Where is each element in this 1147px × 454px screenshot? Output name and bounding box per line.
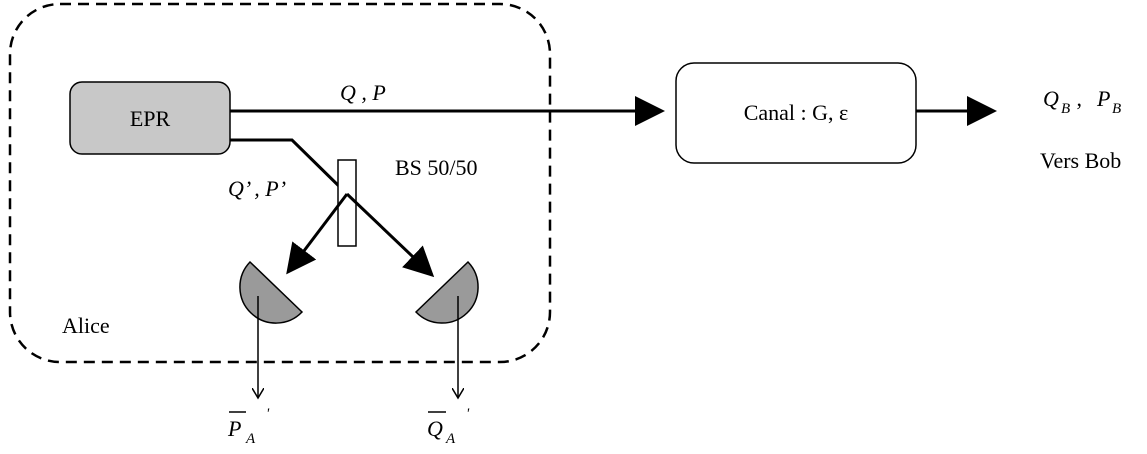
output-q-sub: A <box>445 431 456 447</box>
detector-q <box>414 260 479 324</box>
channel-label: Canal : G, ε <box>744 100 849 125</box>
bob-q-sub: B <box>1061 101 1070 117</box>
bob-sep: , <box>1071 86 1088 111</box>
alice-boundary <box>8 2 552 364</box>
split-beam-label: Q’ , P’ <box>228 176 286 201</box>
main-beam-label: Q , P <box>340 80 386 105</box>
bob-p-label: P <box>1096 86 1110 111</box>
alice-label: Alice <box>62 313 110 338</box>
output-p-prime: ' <box>266 406 270 422</box>
output-p-sub: A <box>245 431 256 447</box>
output-q-prime: ' <box>466 406 470 422</box>
epr-source <box>69 81 231 155</box>
epr-label: EPR <box>130 106 171 131</box>
beam-splitter-label: BS 50/50 <box>395 155 478 180</box>
transmitted-beam <box>345 192 435 278</box>
reflected-beam <box>286 193 349 275</box>
detector-p <box>239 260 304 324</box>
to-bob-label: Vers Bob <box>1040 148 1121 173</box>
split-beam-line <box>230 138 349 196</box>
bob-p-sub: B <box>1112 101 1121 117</box>
output-q-label: Q <box>427 416 443 441</box>
channel-box <box>675 62 917 164</box>
output-p-label: P <box>227 416 241 441</box>
bob-q-label: Q <box>1043 86 1059 111</box>
